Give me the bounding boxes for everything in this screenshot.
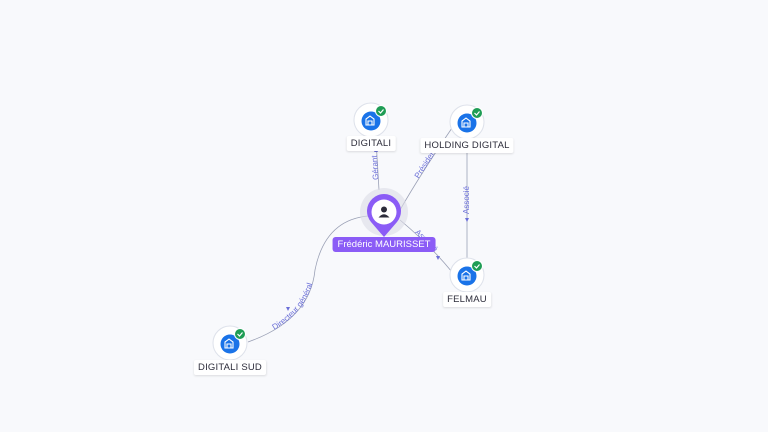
- company-icon: [220, 334, 240, 354]
- company-label-digitali[interactable]: DIGITALI: [346, 136, 396, 151]
- edge-label-gerant: Gérant: [370, 154, 380, 180]
- node-holding-digital[interactable]: [449, 104, 485, 140]
- edge-directeur: [247, 215, 369, 343]
- arrow-associe-person-icon: [436, 256, 440, 260]
- person-label[interactable]: Frédéric MAURISSET: [332, 237, 436, 252]
- arrow-associe-icon: [465, 218, 469, 222]
- node-person[interactable]: [360, 188, 408, 237]
- node-digitali[interactable]: [353, 102, 389, 138]
- verified-badge-icon: [234, 328, 246, 340]
- node-felmau[interactable]: [449, 257, 485, 293]
- company-label-holding-digital[interactable]: HOLDING DIGITAL: [420, 138, 514, 153]
- verified-badge-icon: [471, 107, 483, 119]
- node-digitali-sud[interactable]: [212, 325, 248, 361]
- verified-badge-icon: [471, 260, 483, 272]
- company-label-felmau[interactable]: FELMAU: [443, 292, 491, 307]
- arrow-directeur-icon: [286, 307, 290, 311]
- edge-label-associe-holding: Associé: [462, 185, 471, 214]
- person-icon: [378, 206, 390, 218]
- edge-label-directeur: Directeur général: [271, 282, 315, 332]
- company-label-digitali-sud[interactable]: DIGITALI SUD: [194, 360, 266, 375]
- company-icon: [457, 266, 477, 286]
- verified-badge-icon: [375, 105, 387, 117]
- company-icon: [361, 111, 381, 131]
- company-icon: [457, 113, 477, 133]
